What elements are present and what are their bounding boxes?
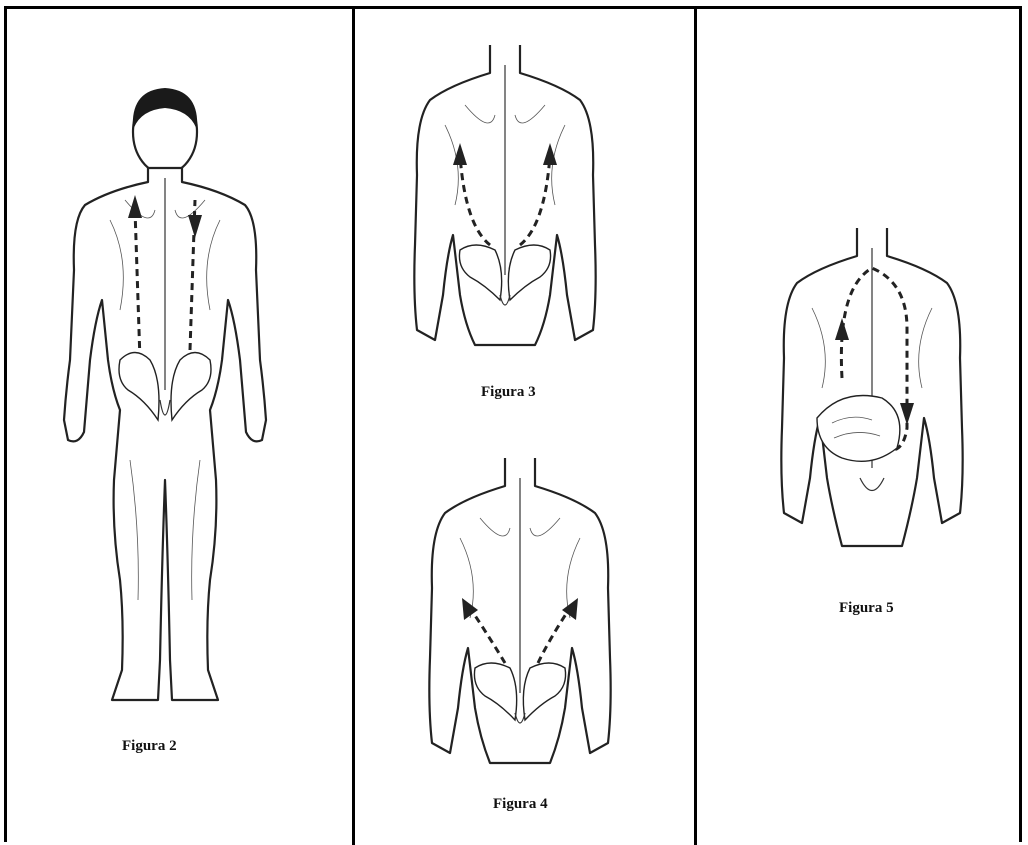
figure-5-caption: Figura 5: [839, 600, 894, 617]
figure-3-illustration: [405, 45, 605, 360]
figure-4-caption: Figura 4: [493, 796, 548, 813]
figure-3-caption: Figura 3: [481, 384, 536, 401]
panel-divider-right: [694, 6, 697, 845]
figure-2-caption: Figura 2: [122, 738, 177, 755]
figure-4-illustration: [420, 458, 620, 778]
panel-divider-left: [352, 6, 355, 845]
figure-2-illustration: [50, 60, 280, 720]
figure-5-illustration: [772, 228, 972, 548]
